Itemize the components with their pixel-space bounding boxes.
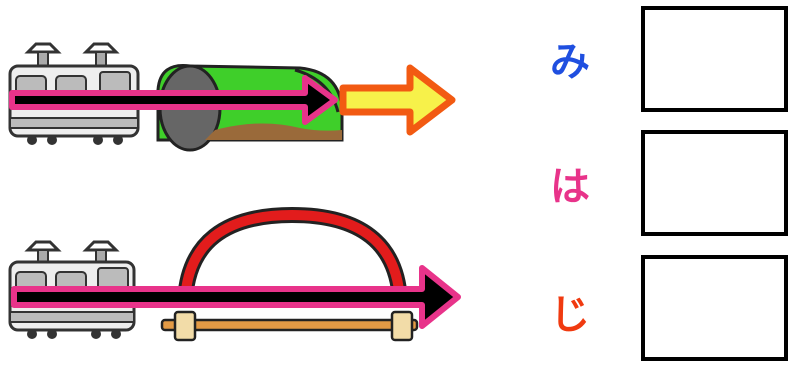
bridge-icon: [162, 215, 417, 340]
next-arrow-icon: [343, 68, 452, 132]
answer-box-1[interactable]: [641, 6, 788, 112]
kana-mi: み: [545, 37, 595, 87]
answer-box-3[interactable]: [641, 255, 788, 361]
answer-box-2[interactable]: [641, 130, 788, 236]
kana-ha: は: [545, 162, 595, 212]
kana-ji: じ: [545, 290, 595, 340]
